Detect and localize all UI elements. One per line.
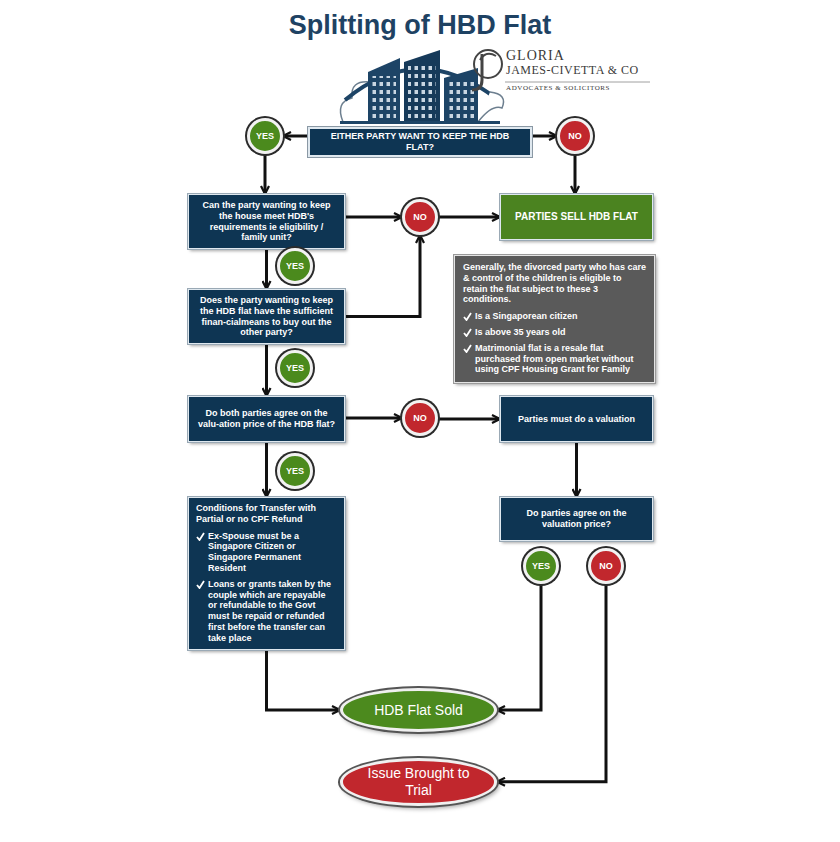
- flow-arrow: [265, 344, 268, 396]
- decision-box: Do both parties agree on the valu-ation …: [188, 396, 345, 442]
- no-circle: NO: [402, 400, 438, 436]
- bullet-text: Is above 35 years old: [475, 327, 566, 338]
- check-mark: [196, 532, 205, 541]
- logo-text: JAMES-CIVETTA & CO: [506, 63, 639, 78]
- decision-box: Can the party wanting to keep the house …: [188, 194, 345, 249]
- flow-arrow: [345, 417, 402, 420]
- yes-circle: YES: [247, 118, 283, 154]
- check-item: Is above 35 years old: [463, 327, 646, 338]
- node-text: YES: [286, 466, 304, 477]
- flow-arrow: [264, 154, 267, 194]
- node-text: Do parties agree on the valuation price?: [508, 508, 645, 530]
- bullet-text: Matrimonial flat is a resale flat purcha…: [475, 343, 646, 375]
- box-heading: Generally, the divorced party who has ca…: [463, 262, 646, 305]
- housing-illustration: [340, 50, 504, 124]
- diagram-title: Splitting of HBD Flat: [0, 10, 840, 41]
- yes-circle: YES: [277, 453, 313, 489]
- no-circle: NO: [588, 548, 624, 584]
- flow-arrow: [345, 235, 420, 317]
- node-text: NO: [413, 413, 427, 424]
- yes-circle: YES: [277, 350, 313, 386]
- check-mark: [463, 344, 472, 353]
- node-text: Parties must do a valuation: [508, 414, 645, 425]
- flow-arrow: [345, 216, 402, 219]
- node-text: YES: [532, 561, 550, 572]
- no-circle: NO: [557, 118, 593, 154]
- decision-box: Does the party wanting to keep the HDB f…: [188, 289, 345, 344]
- conditions-box: Conditions for Transfer with Partial or …: [188, 497, 345, 650]
- box-heading: Conditions for Transfer with Partial or …: [196, 503, 337, 525]
- end-ellipse: Issue Brought to Trial: [340, 758, 497, 806]
- process-box: Parties must do a valuation: [500, 396, 653, 442]
- outcome-box: PARTIES SELL HDB FLAT: [500, 194, 653, 240]
- flow-arrow: [575, 442, 578, 497]
- note-box: Generally, the divorced party who has ca…: [454, 255, 655, 383]
- flow-arrow: [438, 418, 500, 421]
- node-text: NO: [599, 561, 613, 572]
- end-ellipse: HDB Flat Sold: [340, 688, 497, 732]
- flow-arrow: [438, 216, 500, 219]
- check-item: Ex-Spouse must be a Singapore Citizen or…: [196, 531, 337, 574]
- no-circle: NO: [402, 199, 438, 235]
- flow-arrow: [265, 442, 268, 497]
- flow-arrow: [497, 584, 606, 782]
- check-item: Matrimonial flat is a resale flat purcha…: [463, 343, 646, 375]
- bullet-text: Is a Singaporean citizen: [475, 311, 578, 322]
- node-text: EITHER PARTY WANT TO KEEP THE HDB FLAT?: [316, 131, 524, 153]
- logo-text: ADVOCATES & SOLICITORS: [506, 84, 610, 92]
- check-mark: [463, 312, 472, 321]
- check-mark: [463, 328, 472, 337]
- node-text: Do both parties agree on the valu-ation …: [196, 408, 337, 430]
- node-text: PARTIES SELL HDB FLAT: [508, 211, 645, 223]
- node-text: Does the party wanting to keep the HDB f…: [196, 295, 337, 338]
- check-mark: [196, 580, 205, 589]
- node-text: YES: [286, 261, 304, 272]
- flow-arrow: [283, 135, 308, 138]
- flow-arrow: [497, 584, 541, 710]
- node-text: HDB Flat Sold: [374, 702, 463, 719]
- flow-arrow: [265, 249, 268, 289]
- question-band: EITHER PARTY WANT TO KEEP THE HDB FLAT?: [308, 127, 532, 157]
- logo-text: GLORIA: [506, 48, 565, 64]
- node-text: NO: [413, 212, 427, 223]
- bullet-text: Loans or grants taken by the couple whic…: [208, 579, 337, 644]
- node-text: Can the party wanting to keep the house …: [196, 200, 337, 243]
- node-text: YES: [286, 363, 304, 374]
- flow-arrow: [574, 154, 577, 194]
- decision-box: Do parties agree on the valuation price?: [500, 497, 653, 541]
- node-text: NO: [568, 131, 582, 142]
- yes-circle: YES: [277, 248, 313, 284]
- bullet-text: Ex-Spouse must be a Singapore Citizen or…: [208, 531, 337, 574]
- node-text: YES: [256, 131, 274, 142]
- flow-arrow: [267, 650, 341, 710]
- check-item: Loans or grants taken by the couple whic…: [196, 579, 337, 644]
- node-text: Issue Brought to Trial: [353, 765, 484, 799]
- flow-arrow: [532, 135, 557, 138]
- yes-circle: YES: [523, 548, 559, 584]
- check-item: Is a Singaporean citizen: [463, 311, 646, 322]
